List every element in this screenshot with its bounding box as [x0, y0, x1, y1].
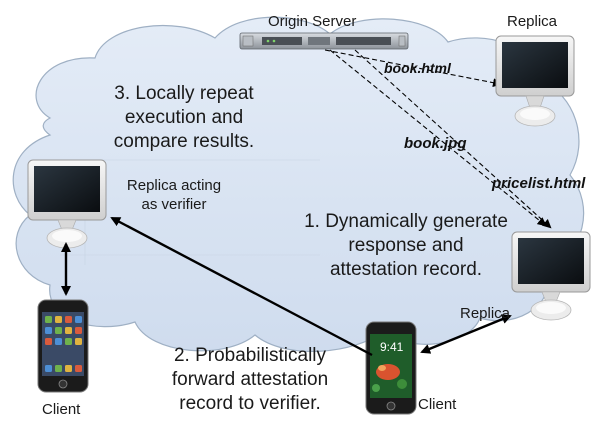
client-right-label: Client: [418, 396, 457, 413]
step1-text: 1. Dynamically generate response and att…: [292, 210, 520, 282]
step2-line1: 2. Probabilistically: [173, 345, 327, 366]
verifier-monitor-icon: [27, 159, 107, 249]
step2-line2: forward attestation: [171, 369, 329, 390]
solid-arrows: [61, 216, 512, 357]
client-left-label: Client: [42, 401, 81, 418]
step3-line3: compare results.: [113, 131, 255, 152]
step3-text: 3. Locally repeat execution and compare …: [89, 82, 279, 154]
origin-server-label: Origin Server: [268, 13, 357, 30]
phone-time: 9:41: [380, 340, 404, 354]
step3-line1: 3. Locally repeat: [114, 83, 254, 104]
client-right-phone-icon: [365, 321, 417, 415]
file-label-book-html: book.html: [384, 60, 451, 76]
verifier-label: Replica acting as verifier: [118, 176, 230, 214]
verifier-label-line1: Replica acting: [126, 177, 222, 194]
replica-top-monitor-icon: [495, 35, 575, 127]
dashed-arrows: [324, 49, 552, 229]
replica-top-label: Replica: [507, 13, 558, 30]
step1-line2: response and: [348, 235, 464, 256]
step1-line3: attestation record.: [329, 259, 483, 280]
cloud-background: [12, 16, 585, 353]
step1-line1: 1. Dynamically generate: [304, 211, 508, 232]
file-label-book-jpg: book.jpg: [404, 135, 467, 152]
step2-text: 2. Probabilistically forward attestation…: [150, 344, 350, 416]
verifier-label-line2: as verifier: [141, 196, 207, 213]
origin-server-icon: [239, 32, 409, 50]
replica-right-monitor-icon: [511, 231, 591, 321]
client-left-phone-icon: [37, 299, 89, 393]
replica-right-label: Replica: [460, 305, 511, 322]
step3-line2: execution and: [124, 107, 244, 128]
step2-line3: record to verifier.: [179, 393, 321, 414]
file-label-pricelist-html: pricelist.html: [492, 175, 586, 192]
